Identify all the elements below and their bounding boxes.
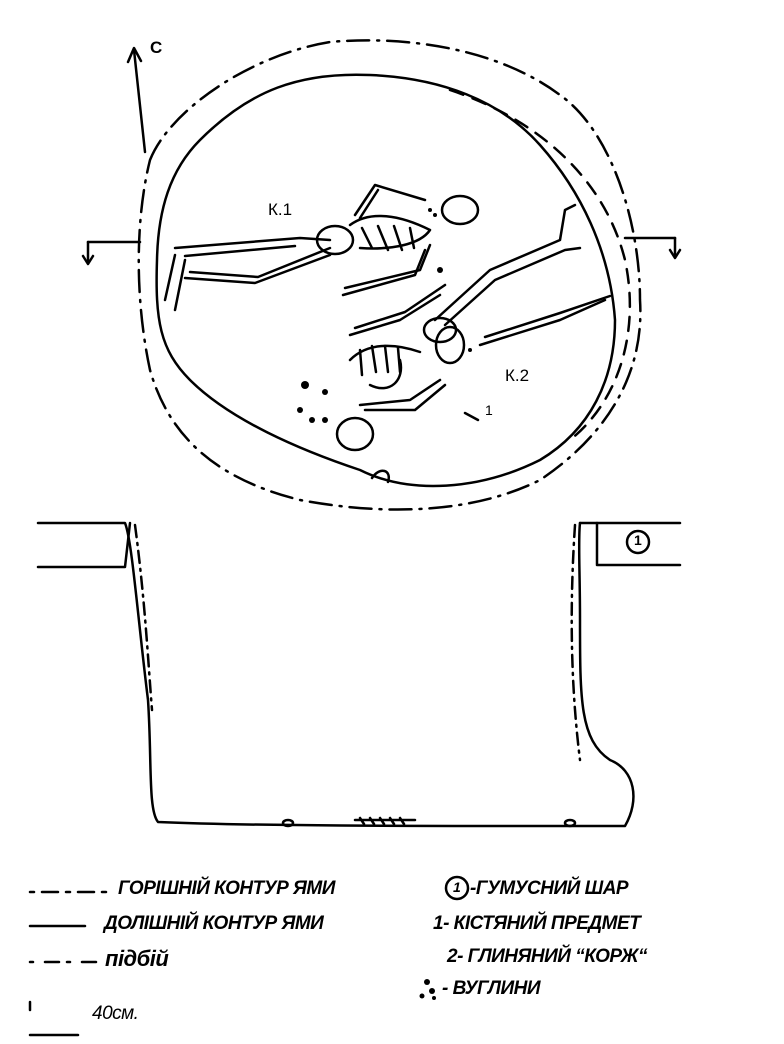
find-1-label: 1 [485,402,493,418]
legend-lower-contour: ДОЛІШНІЙ КОНТУР ЯМИ [104,913,324,934]
legend-humus-symbol: 1 [453,879,461,895]
charcoal-legend-icon [419,979,436,1000]
burial-1-label: К.1 [268,200,293,219]
legend-upper-contour: ГОРІШНІЙ КОНТУР ЯМИ [118,878,335,899]
north-label: С [150,38,163,57]
legend-line-samples [28,875,470,1037]
humus-layer-symbol [625,529,651,555]
undercut-contour [448,88,632,442]
burial-2-label: К.2 [505,366,530,385]
lower-pit-contour [155,73,617,488]
legend-humus-layer: -ГУМУСНИЙ ШАР [470,878,629,899]
charcoal-fragments [297,208,472,423]
pit-cross-section [36,521,682,828]
bone-object-mark [463,411,480,422]
legend-bone-object: 1- КІСТЯНИЙ ПРЕДМЕТ [433,913,641,934]
legend-undercut: підбій [105,946,169,971]
section-line-marker-left [81,240,142,266]
legend-clay-cake: 2- ГЛИНЯНИЙ “КОРЖ“ [447,946,647,967]
north-arrow [126,46,147,154]
legend-charcoal: - ВУГЛИНИ [442,978,541,999]
upper-pit-contour [137,39,642,511]
scale-label: 40см. [92,1003,139,1024]
clay-cake-mark [370,469,391,484]
skeleton-1 [163,183,480,312]
skeleton-2 [335,203,612,452]
section-layer-label: 1 [634,532,642,548]
section-line-marker-right [623,236,682,260]
